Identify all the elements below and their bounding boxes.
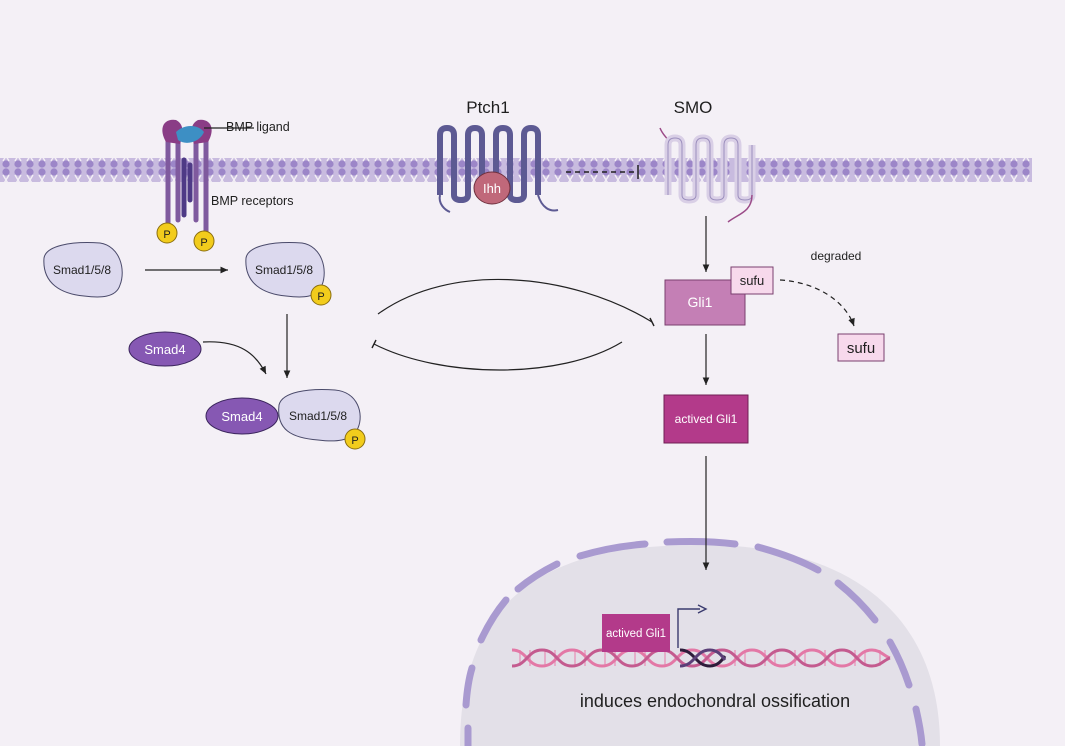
sufu-bound: sufu: [730, 266, 774, 295]
gli1-pathway: Gli1 sufu degraded sufu actived Gli1: [663, 216, 885, 570]
bmp-receptor-complex: BMP ligand BMP receptors P P: [156, 119, 293, 252]
sufu-free: sufu: [837, 333, 885, 362]
ptch1-label: Ptch1: [466, 98, 509, 117]
smad158-unphosphorylated: Smad1/5/8: [43, 242, 123, 298]
dna-helix: [511, 648, 891, 668]
outcome-label: induces endochondral ossification: [580, 691, 850, 711]
nuclear-actived-gli1-box: actived Gli1: [602, 614, 670, 652]
nuclear-envelope: [462, 537, 926, 746]
actived-gli1-box: actived Gli1: [663, 394, 749, 444]
bmp-receptors-label: BMP receptors: [211, 194, 293, 208]
smad-pathway: Smad1/5/8 Smad1/5/8 P Smad4 Smad1/5/8 Sm…: [43, 242, 366, 450]
svg-text:Smad1/5/8: Smad1/5/8: [255, 263, 313, 277]
transcription-start-arrow: [677, 604, 708, 648]
svg-text:sufu: sufu: [740, 273, 765, 288]
svg-text:sufu: sufu: [847, 340, 875, 357]
svg-text:P: P: [163, 229, 170, 241]
bmp-ligand-label: BMP ligand: [226, 120, 290, 134]
svg-text:Gli1: Gli1: [688, 294, 713, 310]
ihh-label: Ihh: [483, 181, 501, 196]
svg-text:P: P: [200, 237, 207, 249]
cell-membrane: [0, 158, 1032, 182]
mutual-inhibition: [371, 278, 655, 371]
smad158-phosphorylated: Smad1/5/8 P: [245, 242, 332, 306]
ptch1-receptor: Ptch1 Ihh: [437, 98, 559, 213]
nuclear-actived-gli1-label: actived Gli1: [606, 628, 666, 640]
smo-label: SMO: [674, 98, 713, 117]
bmp-ligand: [176, 126, 204, 143]
svg-text:actived Gli1: actived Gli1: [675, 412, 738, 426]
smad4-free: Smad4: [128, 331, 202, 367]
degraded-label: degraded: [811, 249, 862, 263]
receptor-phospho-1: P: [156, 222, 178, 244]
svg-text:Smad4: Smad4: [144, 342, 185, 357]
receptor-phospho-2: P: [193, 230, 215, 252]
ihh-ligand: [473, 171, 511, 205]
svg-text:P: P: [351, 435, 358, 447]
svg-text:P: P: [317, 291, 324, 303]
svg-text:Smad1/5/8: Smad1/5/8: [53, 263, 111, 277]
smo-receptor: SMO: [659, 98, 756, 223]
svg-text:Smad4: Smad4: [221, 409, 262, 424]
svg-text:Smad1/5/8: Smad1/5/8: [289, 409, 347, 423]
nucleus: actived Gli1 induces endochondral ossifi…: [460, 537, 940, 746]
smad-complex: Smad1/5/8 Smad4 P: [205, 389, 366, 450]
